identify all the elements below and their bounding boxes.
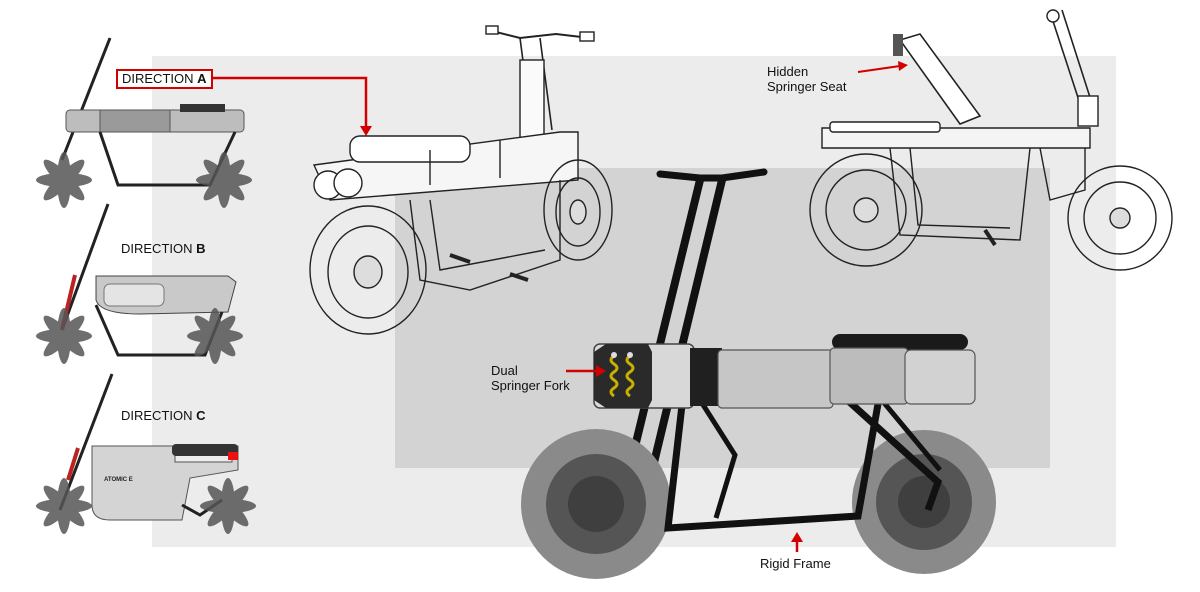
brand-mark: ATOMIC E [104,477,133,483]
direction-b-label: DIRECTION B [121,242,206,256]
direction-b-thumbnail [36,203,243,364]
direction-a-label: DIRECTION A [116,69,213,89]
direction-a-thumbnail [36,37,252,208]
hidden-seat-arrow [857,61,908,73]
dual-springer-fork-label: Dual Springer Fork [491,363,570,393]
background-panel-mid [395,168,1050,468]
hidden-springer-seat-label: Hidden Springer Seat [767,64,847,94]
fork-line1: Dual [491,363,518,378]
direction-c-letter: C [196,408,206,423]
direction-a-letter: A [197,71,207,86]
direction-a-arrow [211,76,372,136]
direction-a-prefix: DIRECTION [122,71,194,86]
hidden-seat-line2: Springer Seat [767,79,847,94]
rigid-frame-text: Rigid Frame [760,556,831,571]
rigid-frame-label: Rigid Frame [760,556,831,571]
direction-c-prefix: DIRECTION [121,408,193,423]
direction-b-prefix: DIRECTION [121,241,193,256]
bold-concept-bike [521,168,996,579]
direction-c-label: DIRECTION C [121,409,206,423]
direction-b-letter: B [196,241,206,256]
springer-fork-arrow [566,365,606,377]
rigid-frame-arrow [791,532,803,552]
hidden-seat-line1: Hidden [767,64,809,79]
line-art-bike-front-view [309,25,613,335]
direction-c-thumbnail [36,373,256,534]
line-art-bike-side-view [809,9,1173,271]
fork-line2: Springer Fork [491,378,570,393]
